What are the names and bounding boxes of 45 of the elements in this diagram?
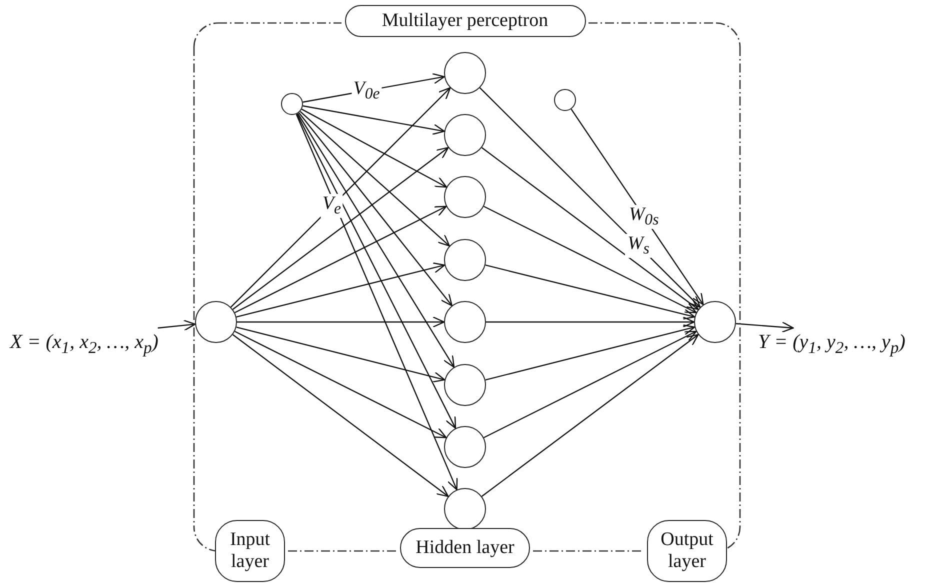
- layer-tag: Hidden layer: [400, 528, 530, 568]
- arrow: [236, 326, 446, 383]
- arrow: [479, 87, 701, 308]
- arrow: [298, 112, 452, 306]
- arrow: [481, 334, 699, 497]
- arrow: [296, 114, 456, 429]
- neuron-circle: [444, 176, 486, 218]
- output-formula: Y = (y$_{1}$, y$_{2}$, …, y$_{p}$): [758, 328, 932, 356]
- arrow: [736, 322, 794, 333]
- output-neuron: [694, 301, 736, 343]
- arrow: [158, 320, 196, 331]
- arrow: [300, 110, 450, 246]
- frame-title: Multilayer perceptron: [344, 5, 586, 37]
- input-neuron: [195, 301, 237, 343]
- arrow: [302, 105, 445, 135]
- layer-tag: Output layer: [647, 520, 727, 582]
- edge-label: W$_{s}$: [625, 234, 652, 258]
- arrow: [234, 330, 447, 438]
- arrow: [230, 87, 451, 308]
- arrow: [232, 147, 449, 310]
- input-formula: X = (x$_{1}$, x$_{2}$, …, x$_{p}$): [10, 328, 186, 356]
- arrow: [237, 316, 445, 328]
- arrow: [296, 114, 458, 490]
- arrow: [297, 113, 455, 368]
- arrow: [234, 206, 447, 314]
- arrow: [236, 262, 446, 318]
- arrow: [484, 206, 697, 314]
- bias-neuron: [554, 89, 576, 111]
- neuron-circle: [444, 426, 486, 468]
- arrow: [232, 334, 449, 497]
- neuron-circle: [444, 239, 486, 281]
- arrow: [485, 264, 696, 320]
- neuron-circle: [444, 52, 486, 94]
- arrow: [570, 108, 704, 306]
- bias-neuron: [281, 93, 303, 115]
- arrow: [486, 316, 695, 328]
- neuron-circle: [444, 301, 486, 343]
- arrow: [481, 147, 699, 310]
- arrow: [301, 108, 448, 188]
- arrow: [484, 330, 697, 438]
- edge-label: V$_{e}$: [320, 194, 344, 218]
- neuron-circle: [444, 364, 486, 406]
- neuron-circle: [444, 114, 486, 156]
- layer-tag: Input layer: [215, 520, 285, 582]
- arrow: [485, 324, 696, 380]
